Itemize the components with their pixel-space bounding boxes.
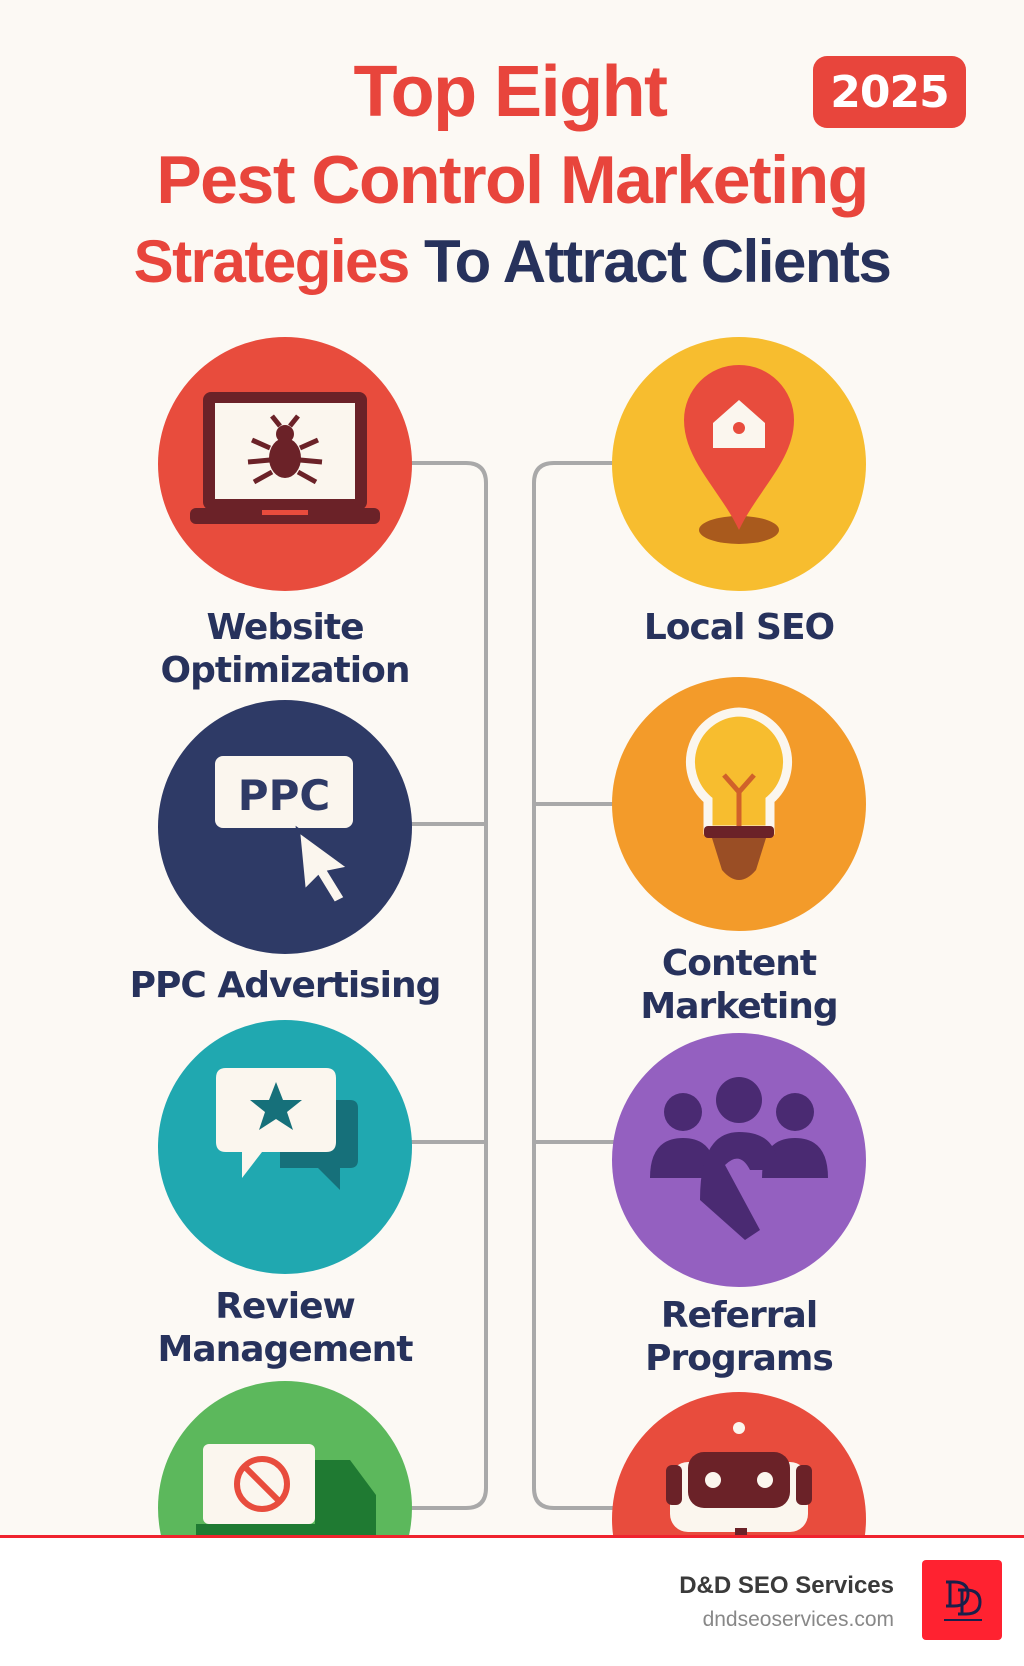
footer-divider <box>0 1535 1024 1538</box>
pest-truck-icon <box>196 1444 376 1537</box>
label-website-optimization: Website Optimization <box>160 607 411 691</box>
review-management-circle <box>158 1020 412 1274</box>
local-seo-circle <box>612 337 866 591</box>
strategy-flow: PPC <box>129 337 866 1537</box>
robot-icon <box>666 1422 812 1537</box>
year-badge: 2025 <box>813 56 966 128</box>
referral-programs-circle <box>612 1033 866 1287</box>
lightbulb-icon <box>686 707 792 880</box>
laptop-bug-icon <box>190 392 380 524</box>
connector-diagram: PPC <box>158 337 866 1537</box>
ppc-advertising-circle: PPC <box>158 700 412 954</box>
brand-logo <box>922 1560 1002 1640</box>
map-pin-house-icon <box>684 365 794 530</box>
people-icon <box>650 1077 828 1240</box>
label-local-seo: Local SEO <box>643 607 835 648</box>
title-line-3: Strategies To Attract Clients <box>0 226 1024 298</box>
cursor-icon <box>295 825 355 907</box>
footer-brand: D&D SEO Services <box>679 1572 894 1599</box>
left-connector <box>405 461 488 1510</box>
content-marketing-circle <box>612 677 866 931</box>
footer: D&D SEO Services dndseoservices.com <box>0 1538 1024 1666</box>
star-icon <box>250 1082 302 1130</box>
label-ppc-advertising: PPC Advertising <box>129 965 442 1006</box>
dd-logo-icon <box>944 1580 982 1621</box>
connector-lines <box>405 461 620 1510</box>
right-connector <box>532 461 620 1510</box>
robot-circle <box>612 1392 866 1537</box>
label-referral-programs: Referral Programs <box>645 1295 834 1379</box>
footer-url[interactable]: dndseoservices.com <box>702 1608 894 1631</box>
title-strategies: Strategies <box>133 228 411 295</box>
label-content-marketing: Content Marketing <box>640 943 838 1027</box>
title-attract-clients: To Attract Clients <box>423 228 892 295</box>
title-line-1: Top Eight <box>353 52 668 132</box>
label-review-management: Review Management <box>157 1286 414 1370</box>
website-optimization-circle <box>158 337 412 591</box>
title-line-2: Pest Control Marketing <box>156 142 869 218</box>
pest-truck-circle <box>158 1381 412 1537</box>
ppc-icon-text: PPC <box>238 771 330 820</box>
